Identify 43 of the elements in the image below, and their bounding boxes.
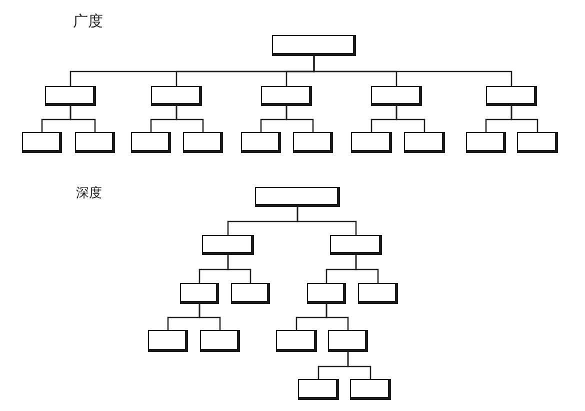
node-box: [298, 379, 339, 400]
connector-line: [313, 56, 512, 86]
node-box: [202, 235, 254, 255]
tree-label: 深度: [76, 187, 102, 200]
tree-label: 广度: [73, 14, 103, 29]
node-box: [307, 283, 346, 304]
node-box: [293, 132, 333, 153]
node-box: [486, 86, 537, 106]
node-box: [276, 330, 317, 352]
node-box: [45, 86, 96, 106]
node-box: [328, 330, 368, 352]
node-box: [22, 132, 62, 153]
node-box: [75, 132, 115, 153]
node-box: [371, 86, 422, 106]
node-box: [255, 187, 340, 207]
node-box: [466, 132, 506, 153]
node-box: [180, 283, 219, 304]
connector-line: [296, 207, 357, 235]
connector-line: [70, 106, 96, 132]
node-box: [272, 35, 356, 56]
node-box: [151, 86, 202, 106]
node-box: [241, 132, 281, 153]
node-box: [231, 283, 270, 304]
connector-line: [347, 352, 372, 379]
connector-line: [176, 106, 204, 132]
connector-line: [396, 106, 426, 132]
connector-line: [355, 255, 379, 283]
node-box: [330, 235, 382, 255]
connector-line: [326, 304, 349, 330]
node-box: [200, 330, 240, 352]
node-box: [404, 132, 445, 153]
node-box: [183, 132, 223, 153]
node-box: [261, 86, 312, 106]
node-box: [351, 132, 392, 153]
node-box: [517, 132, 558, 153]
node-box: [148, 330, 188, 352]
connector-line: [227, 255, 252, 283]
connector-line: [198, 304, 221, 330]
node-box: [131, 132, 171, 153]
node-box: [358, 283, 398, 304]
connector-line: [286, 106, 314, 132]
node-box: [350, 379, 391, 400]
connector-line: [510, 106, 538, 132]
